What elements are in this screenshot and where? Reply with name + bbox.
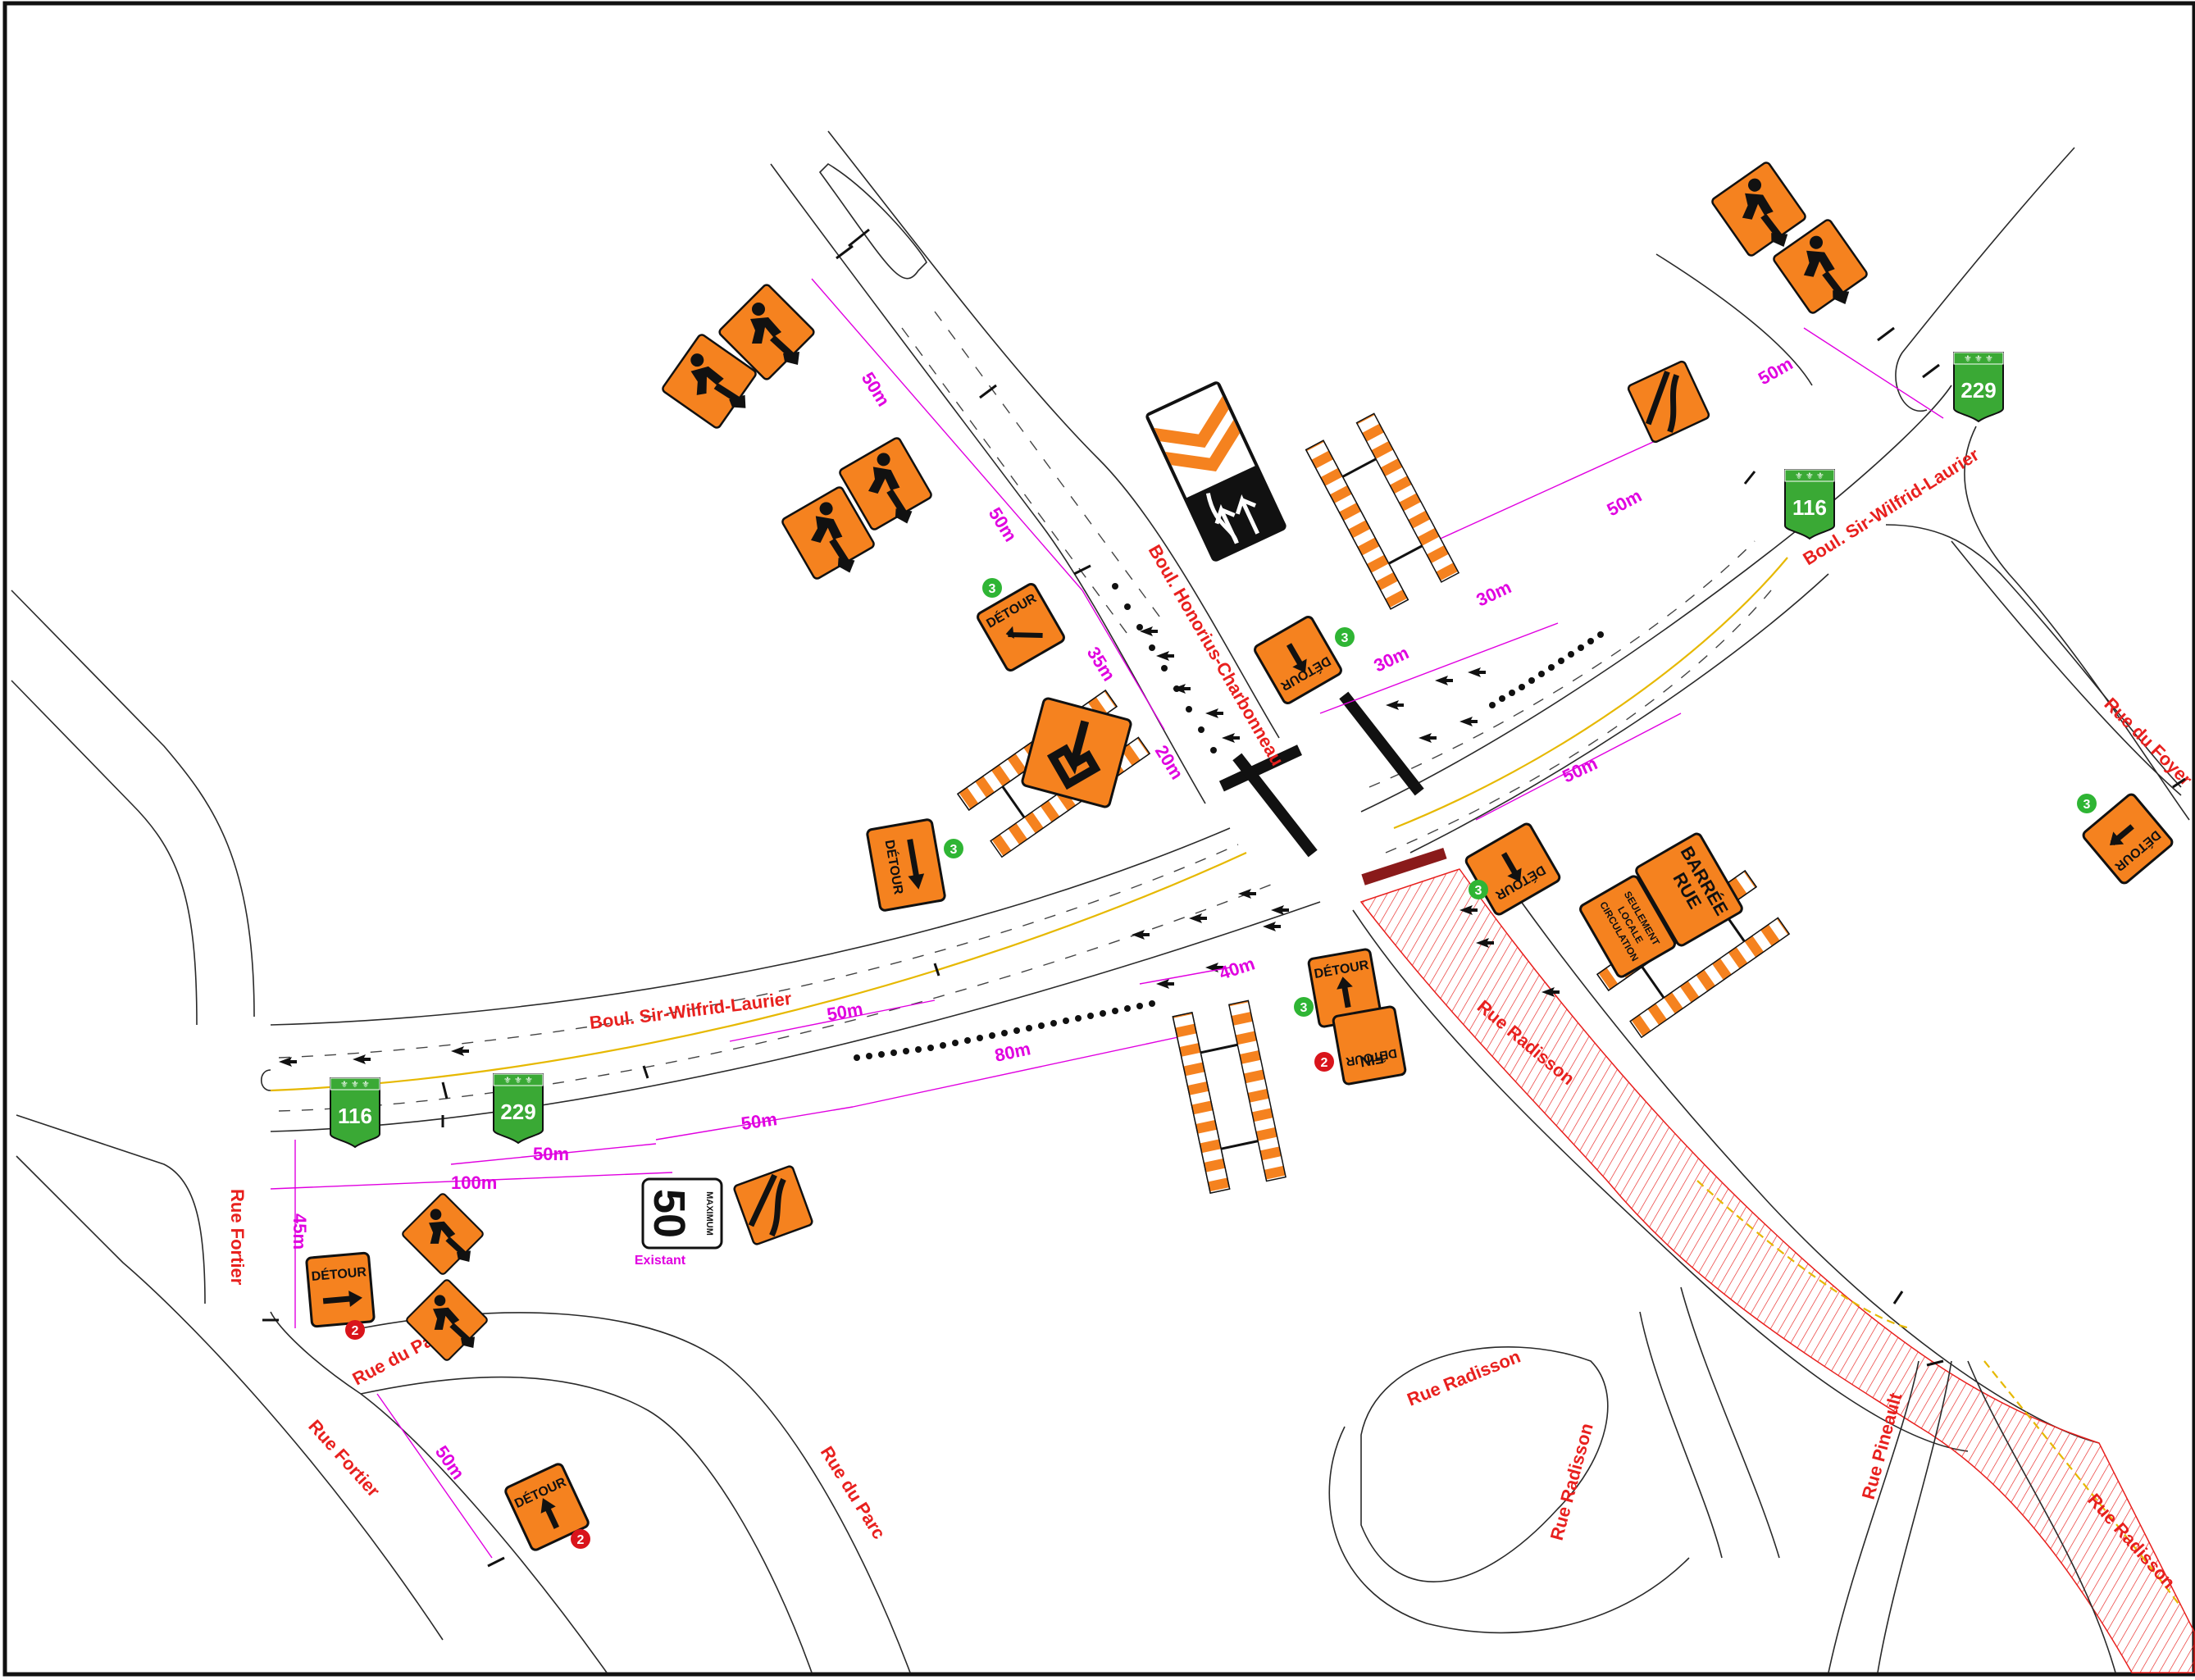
detour-sign-foyer: DÉTOUR [2082,793,2174,885]
badge-detour-3-foyer [2077,794,2097,813]
detour-sign-center: DÉTOUR [1254,616,1342,704]
badge-detour-2-parc-label: 2 [577,1533,585,1547]
badge-detour-3-foyer-label: 3 [2083,798,2091,812]
worker-sign-group-nw-bottom [767,423,946,594]
street-fortier-south: Rue Fortier [304,1416,384,1501]
street-labels: Boul. Sir-Wilfrid-Laurier Boul. Sir-Wilf… [227,444,2195,1592]
dim-50-ne-top: 50m [1755,353,1797,389]
detour-sign-west: DÉTOUR [866,818,946,912]
badge-detour-3-east [1469,880,1488,899]
detour-fin-sign: DÉTOUR FIN [1332,1005,1407,1086]
route-shield-116-west: 116 [330,1077,380,1148]
speed-existing-note: Existant [635,1254,686,1268]
street-pineault: Rue Pineault [1858,1390,1906,1501]
badge-detour-2-fin-label: 2 [1321,1056,1328,1070]
street-foyer: Rue du Foyer [2100,694,2195,790]
badge-detour-2-parc [571,1529,590,1549]
lane-merge-icon [715,1147,832,1264]
dim-100: 100m [451,1172,497,1193]
badge-detour-3-west [944,839,963,858]
rue-barree-sign: RUE BARRÉE [1635,832,1743,947]
dim-30-b: 30m [1371,642,1412,676]
svg-text:229: 229 [1960,378,1996,403]
barricade-icon [1171,999,1287,1195]
road-network [11,130,2195,1673]
street-laurier-main: Boul. Sir-Wilfrid-Laurier [589,988,794,1033]
cone-taper-west [854,1000,1155,1061]
svg-text:50: 50 [644,1189,694,1238]
arrow-down-left-icon [1021,697,1132,808]
route-shield-229-west: 229 [493,1073,544,1144]
dim-50-nw-top: 50m [858,368,895,410]
dim-50-center: 50m [826,999,865,1025]
route-shield-229-east: 229 [1953,352,2004,422]
barricade-icon [1305,412,1460,611]
detour-sign-fortier: DÉTOUR [305,1251,376,1328]
worker-sign-group-ne [1701,151,1879,325]
route-shield-116-east: 116 [1784,469,1835,540]
svg-text:116: 116 [338,1104,372,1128]
dim-50-parc: 50m [431,1442,469,1483]
badge-detour-3-nw-label: 3 [989,582,996,596]
badge-detour-3-center [1335,627,1355,647]
dim-35: 35m [1083,643,1120,685]
badge-detour-3-east-label: 3 [1475,884,1482,898]
dim-30-a: 30m [1473,576,1514,610]
dimension-lines [270,278,1944,1559]
svg-text:FIN: FIN [1359,1049,1385,1070]
dim-50-w: 50m [533,1144,569,1164]
badge-detour-2-fortier [345,1320,365,1340]
local-traffic-sign: CIRCULATION LOCALE SEULEMENT [1579,875,1676,978]
badge-detour-2-fortier-label: 2 [352,1324,359,1338]
detour-sign-south-end: DÉTOUR [1307,948,1382,1028]
dim-40: 40m [1217,953,1258,983]
lane-merge-icon [1612,345,1725,458]
badge-detour-3-south-end [1294,997,1314,1017]
dim-50-ne-mid: 50m [1604,485,1646,521]
detour-sign-parc: DÉTOUR [504,1463,590,1551]
street-parc-south: Rue du Parc [817,1442,890,1542]
svg-text:MAXIMUM: MAXIMUM [704,1191,714,1236]
speed-limit-icon: 50 MAXIMUM [641,1177,723,1250]
svg-text:116: 116 [1792,495,1827,520]
badge-detour-3-south-end-label: 3 [1300,1001,1308,1015]
dim-20: 20m [1151,741,1188,783]
chevron-icon [1145,381,1286,562]
badge-detour-3-center-label: 3 [1341,631,1349,645]
dim-80: 80m [993,1038,1032,1066]
worker-sign-group-nw-top [651,282,817,439]
street-radisson-loop: Rue Radisson [1405,1346,1523,1410]
dim-45: 45m [289,1213,310,1250]
dim-50-sw: 50m [740,1109,778,1134]
badge-detour-3-west-label: 3 [950,843,958,857]
worker-shovel-icon [400,1191,485,1277]
svg-text:229: 229 [500,1100,535,1124]
dim-50-nw-mid: 50m [985,503,1022,545]
badge-detour-3-nw [982,578,1002,598]
stop-bars [1218,691,1447,886]
cone-taper-east [1489,631,1604,708]
closed-zone [1359,868,2195,1673]
sign-posts [262,228,2186,1568]
street-fortier-north: Rue Fortier [227,1189,248,1286]
badge-detour-2-fin [1314,1052,1334,1072]
keep-lane-arrows-icon [1205,493,1259,544]
street-radisson-south: Rue Radisson [1546,1421,1597,1542]
dimension-labels: 50m 50m 35m 20m 50m 50m 30m 30m 50m 50m … [289,353,1797,1483]
